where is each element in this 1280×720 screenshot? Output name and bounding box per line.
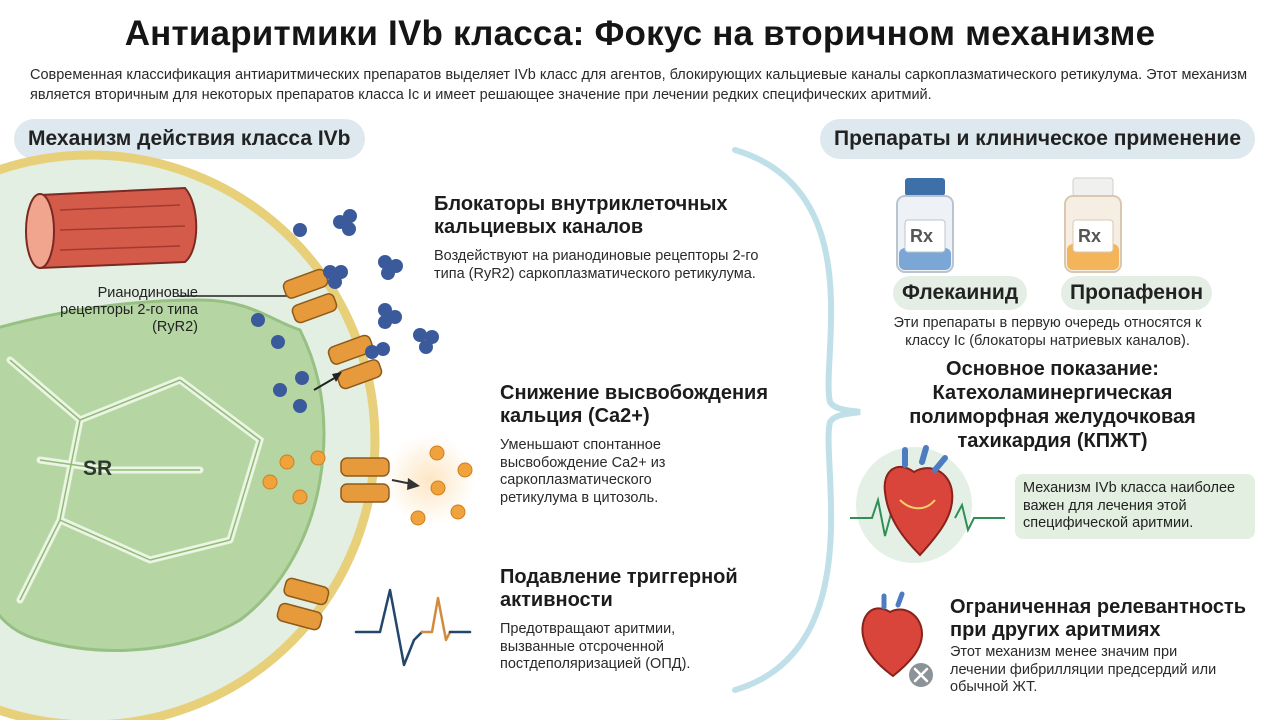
blocker-arrow xyxy=(313,375,339,391)
right-section-heading: Препараты и клиническое применение xyxy=(820,119,1255,159)
mechanism-3-title: Подавление триггерной активности xyxy=(500,566,738,611)
mechanism-1-title: Блокаторы внутриклеточных кальциевых кан… xyxy=(434,193,728,238)
small-heart-icon xyxy=(861,591,924,678)
indication-note: Механизм IVb класса наиболее важен для л… xyxy=(1015,474,1255,539)
blocker-molecules xyxy=(251,209,439,413)
blocker-molecule xyxy=(295,371,309,385)
blocker-molecule xyxy=(251,313,265,327)
rx-label-flecainide: Rx xyxy=(910,226,934,246)
mechanism-2-text: Уменьшают спонтанное высвобождение Ca2+ … xyxy=(500,437,666,506)
intro-paragraph: Современная классификация антиаритмическ… xyxy=(30,67,1248,103)
propafenone-bottle xyxy=(1064,177,1122,273)
main-indication: Основное показание: Катехоламинергическа… xyxy=(909,358,1196,452)
ryr2-channel-2 xyxy=(327,334,383,390)
blocker-molecule xyxy=(293,223,307,237)
blocker-molecule xyxy=(273,383,287,397)
calcium-ions xyxy=(262,435,475,526)
calcium-ion xyxy=(262,474,278,490)
blocker-molecule xyxy=(293,399,307,413)
muscle-fiber-icon xyxy=(25,186,198,270)
not-relevant-x-icon xyxy=(909,663,933,687)
calcium-ion xyxy=(279,454,295,470)
ecg-trace xyxy=(354,588,472,667)
section-bracket xyxy=(732,147,861,693)
rx-label-propafenone: Rx xyxy=(1078,226,1102,246)
ryr2-label: Рианодиновые рецепторы 2-го типа (RyR2) xyxy=(60,285,198,335)
blocker-molecule xyxy=(271,335,285,349)
calcium-ion xyxy=(429,445,445,461)
blocker-molecule xyxy=(413,328,439,354)
calcium-ion xyxy=(310,450,326,466)
flecainide-bottle xyxy=(896,178,954,273)
calcium-ion xyxy=(292,489,308,505)
limited-relevance-title: Ограниченная релевантность при других ар… xyxy=(950,596,1247,641)
limited-relevance-text: Этот механизм менее значим при лечении ф… xyxy=(950,644,1217,695)
calcium-ion xyxy=(430,480,446,496)
heart-illustration xyxy=(850,445,1005,563)
sr-label: SR xyxy=(83,457,113,480)
ryr2-channel-4 xyxy=(276,577,330,631)
blocker-molecule xyxy=(333,209,357,236)
calcium-ion xyxy=(457,462,473,478)
mechanism-2-title: Снижение высвобождения кальция (Ca2+) xyxy=(500,382,769,427)
blocker-molecule xyxy=(365,342,390,359)
drug-name-flecainide: Флекаинид xyxy=(893,276,1028,310)
drugs-note: Эти препараты в первую очередь относятся… xyxy=(893,315,1202,349)
blocker-molecule xyxy=(378,303,402,329)
drug-name-propafenone: Пропафенон xyxy=(1061,276,1213,310)
channel-group xyxy=(276,268,390,631)
mechanism-1-text: Воздействуют на рианодиновые рецепторы 2… xyxy=(434,248,759,282)
page-title: Антиаритмики IVb класса: Фокус на вторич… xyxy=(124,14,1156,53)
mechanism-3-text: Предотвращают аритмии, вызванные отсроче… xyxy=(500,621,691,672)
blocker-molecule xyxy=(378,255,403,280)
ryr2-channel-3 xyxy=(340,457,390,503)
calcium-ion xyxy=(410,510,426,526)
blocker-molecule xyxy=(323,265,348,289)
calcium-ion xyxy=(450,504,466,520)
left-section-heading: Механизм действия класса IVb xyxy=(14,119,365,159)
